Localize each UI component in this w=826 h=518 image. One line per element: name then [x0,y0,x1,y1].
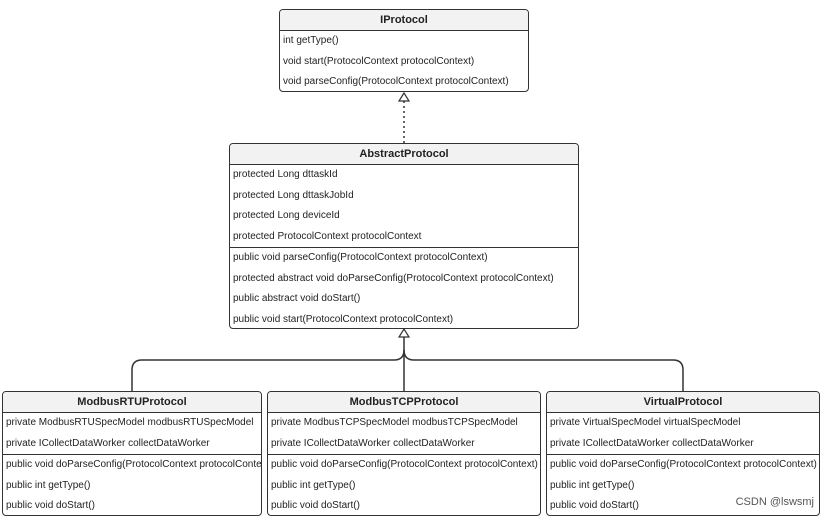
methods-section: public void doParseConfig(ProtocolContex… [547,455,819,515]
method: public abstract void doStart() [233,293,361,304]
method: int getType() [283,35,339,46]
class-title: ModbusRTUProtocol [3,392,261,413]
realization-arrowhead [397,91,411,102]
method: void start(ProtocolContext protocolConte… [283,55,475,67]
modbus-rtu-protocol-class: ModbusRTUProtocol private ModbusRTUSpecM… [2,391,262,516]
field: private ICollectDataWorker collectDataWo… [271,437,475,449]
method: void parseConfig(ProtocolContext protoco… [283,76,509,87]
class-title: ModbusTCPProtocol [268,392,540,413]
inheritance-line-rtu [131,349,405,391]
method: public void parseConfig(ProtocolContext … [233,252,488,263]
inheritance-arrowhead [397,327,411,338]
method: public void start(ProtocolContext protoc… [233,313,454,325]
method: protected abstract void doParseConfig(Pr… [233,272,554,284]
fields-section: private VirtualSpecModel virtualSpecMode… [547,413,819,455]
methods-section: public void doParseConfig(ProtocolContex… [3,455,262,515]
field: protected ProtocolContext protocolContex… [233,230,422,242]
virtual-protocol-class: VirtualProtocol private VirtualSpecModel… [546,391,820,516]
field: private ModbusTCPSpecModel modbusTCPSpec… [271,417,518,428]
inheritance-line-virtual [403,349,684,391]
field: protected Long dttaskId [233,169,338,180]
method: public int getType() [271,479,356,491]
method: public void doStart() [6,500,95,511]
methods-section: public void parseConfig(ProtocolContext … [230,248,578,328]
watermark: CSDN @lswsmj [735,496,814,508]
methods-section: int getType() void start(ProtocolContext… [280,31,528,91]
method: public void doParseConfig(ProtocolContex… [6,459,262,470]
fields-section: private ModbusTCPSpecModel modbusTCPSpec… [268,413,540,455]
method: public void doStart() [550,500,639,511]
fields-section: protected Long dttaskId protected Long d… [230,165,578,248]
methods-section: public void doParseConfig(ProtocolContex… [268,455,540,515]
method: public void doParseConfig(ProtocolContex… [271,459,538,470]
class-title: VirtualProtocol [547,392,819,413]
field: protected Long deviceId [233,210,340,221]
method: public void doStart() [271,500,360,511]
method: public int getType() [550,479,635,491]
field: private ICollectDataWorker collectDataWo… [550,437,754,449]
abstract-protocol-class: AbstractProtocol protected Long dttaskId… [229,143,579,329]
iprotocol-class: IProtocol int getType() void start(Proto… [279,9,529,92]
field: private VirtualSpecModel virtualSpecMode… [550,417,741,428]
field: private ICollectDataWorker collectDataWo… [6,437,210,449]
field: private ModbusRTUSpecModel modbusRTUSpec… [6,417,254,428]
modbus-tcp-protocol-class: ModbusTCPProtocol private ModbusTCPSpecM… [267,391,541,516]
method: public void doParseConfig(ProtocolContex… [550,459,817,470]
fields-section: private ModbusRTUSpecModel modbusRTUSpec… [3,413,261,455]
class-title: AbstractProtocol [230,144,578,165]
field: protected Long dttaskJobId [233,189,354,201]
method: public int getType() [6,479,91,491]
class-title: IProtocol [280,10,528,31]
